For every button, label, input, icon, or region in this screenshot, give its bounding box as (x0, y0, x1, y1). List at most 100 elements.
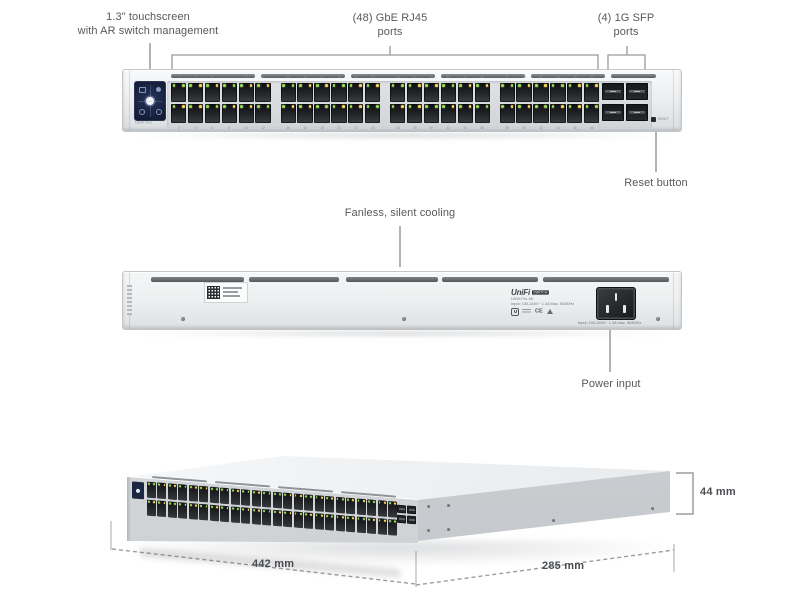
rj45-port (377, 518, 387, 535)
screw-icon (447, 504, 450, 507)
touchscreen-display (134, 81, 166, 121)
rj45-port (241, 489, 251, 506)
rear-vent (151, 277, 244, 282)
rj45-port: 34 (457, 104, 473, 130)
rj45-port: 14 (280, 104, 296, 130)
port-number: 36 (480, 126, 484, 131)
port-number: 11 (261, 75, 265, 80)
screw-icon (552, 519, 555, 522)
rj45-port (230, 506, 240, 524)
port-number: 35 (480, 75, 484, 80)
port-number: 40 (522, 126, 526, 131)
port-number: 10 (244, 126, 248, 131)
top-vent (171, 73, 255, 78)
rear-vent (249, 277, 339, 282)
rj45-port: 4 (187, 104, 204, 130)
port-number: 12 (261, 126, 265, 131)
port-number: 29 (429, 75, 434, 80)
warning-triangle-icon (546, 309, 553, 314)
port-number: 9 (245, 75, 248, 80)
rj45-port: 26 (390, 104, 406, 130)
rj45-port: 48 (584, 104, 600, 130)
3d-sfp-port-block (397, 504, 417, 525)
port-number: 13 (286, 75, 290, 80)
port-number: 32 (446, 126, 451, 131)
screw-icon (181, 317, 185, 321)
rj45-port: 27 (406, 76, 423, 102)
sfp-cage (397, 504, 406, 514)
port-number: 7 (228, 75, 231, 80)
sfp-cage (407, 505, 417, 515)
ce-mark: CE (534, 308, 543, 315)
rj45-port: 28 (406, 104, 423, 130)
rj45-port (367, 517, 377, 535)
port-number: 4 (194, 126, 197, 131)
rj45-port (335, 496, 345, 514)
port-number: 39 (522, 75, 526, 80)
rj45-port: 30 (423, 104, 440, 130)
rj45-port: 9 (238, 76, 254, 102)
rj45-port (147, 499, 156, 517)
port-number: 5 (211, 75, 214, 80)
dimension-depth: 285 mm (542, 560, 585, 572)
power-inlet (596, 287, 636, 320)
screw-icon (427, 529, 430, 532)
qr-code-icon (207, 285, 220, 299)
port-number: 6 (211, 126, 214, 131)
rj45-port (230, 488, 240, 506)
rear-vent (442, 277, 538, 282)
rj45-port: 10 (238, 104, 254, 130)
label-sfp-ports: (4) 1G SFP ports (566, 11, 686, 39)
serial-label (204, 282, 248, 303)
switch-back-view: UniFi SWITCH USW-Pro-48 Input: 100-240V~… (122, 271, 682, 330)
top-vent (531, 73, 605, 78)
back-panel-shadow (130, 330, 672, 337)
3d-left-edge-shade (127, 477, 131, 541)
label-sfp-line1: (4) 1G SFP (597, 12, 655, 24)
rj45-port (346, 515, 356, 533)
port-number: 1 (177, 75, 180, 80)
brand-wordmark: UniFi (511, 288, 530, 297)
rj45-port: 40 (516, 104, 532, 130)
rj45-port (293, 511, 303, 529)
inlet-ground-pin (614, 292, 618, 301)
rj45-port (304, 512, 314, 529)
port-number: 45 (573, 75, 577, 80)
rear-vent (346, 277, 438, 282)
rear-branding: UniFi SWITCH USW-Pro-48 Input: 100-240V~… (511, 288, 591, 316)
dimension-width: 442 mm (252, 558, 294, 570)
reset-button: RESET (651, 116, 681, 123)
label-power-input: Power input (581, 378, 641, 390)
port-number: 33 (463, 75, 468, 80)
rj45-port: 38 (499, 104, 515, 130)
screw-icon (656, 317, 660, 321)
rj45-port (377, 500, 387, 517)
top-vent (261, 73, 345, 78)
label-touchscreen: 1.3" touchscreen with AR switch manageme… (28, 10, 268, 38)
heatsink-fins (127, 285, 132, 315)
rj45-port (346, 497, 356, 515)
settings-icon (139, 109, 145, 115)
rj45-port: 47 (584, 76, 600, 102)
rj45-port (157, 500, 167, 518)
rj45-port (335, 514, 345, 532)
label-rj45-ports: (48) GbE RJ45 ports (310, 11, 470, 39)
sfp-cage (602, 104, 624, 121)
rj45-port (388, 501, 398, 518)
port-number: 28 (412, 126, 417, 131)
rj45-port (388, 519, 398, 536)
label-touchscreen-line1: 1.3" touchscreen (106, 11, 190, 23)
port-number: 2 (177, 126, 180, 131)
port-number: 8 (228, 126, 231, 131)
sfp-cage (626, 83, 648, 100)
rj45-port: 11 (255, 76, 271, 102)
port-number: 42 (539, 126, 543, 131)
port-number: 26 (395, 126, 400, 131)
reset-button-icon (651, 117, 656, 122)
port-number: 16 (303, 126, 307, 131)
rj45-port (199, 503, 209, 521)
rj45-port (262, 508, 272, 526)
port-number: 41 (539, 75, 543, 80)
